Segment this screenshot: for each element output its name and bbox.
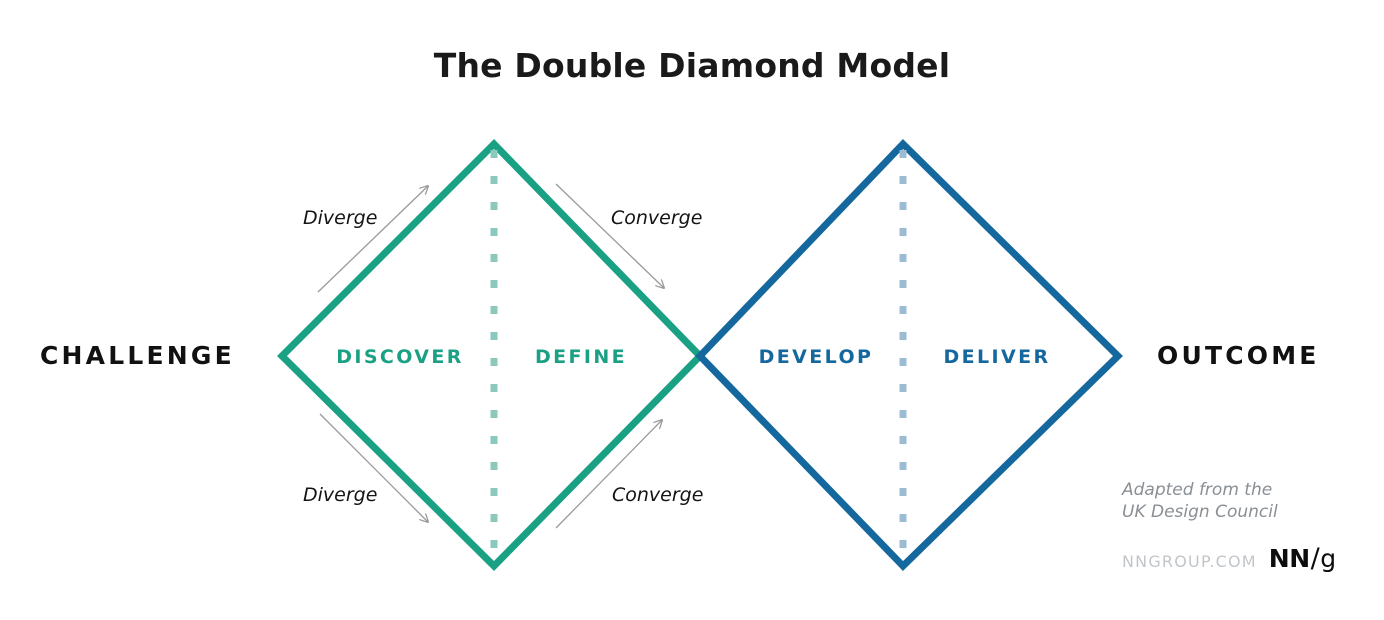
delivery-diamond-outline [695,139,1123,571]
footer: NNGROUP.COM NN/g [1122,543,1336,574]
phase-label-define: DEFINE [534,346,628,368]
flow-label-converge-bottom: Converge [612,484,704,506]
flow-label-diverge-bottom: Diverge [303,484,378,506]
credit-line-1: Adapted from the [1122,480,1273,500]
diverge-arrow-bottom-left [319,413,428,522]
nng-logo-g: g [1320,544,1336,573]
phase-label-deliver: DELIVER [943,346,1051,368]
outcome-label: OUTCOME [1157,341,1320,370]
phase-label-develop: DEVELOP [758,346,874,368]
converge-arrow-top-right [555,183,664,288]
nng-logo-slash: / [1310,543,1320,574]
flow-label-diverge-top: Diverge [303,207,378,229]
nng-logo-nn: NN [1268,544,1310,573]
diverge-arrow-top-left [317,186,428,293]
nng-logo: NN/g [1269,543,1336,574]
site-url-label: NNGROUP.COM [1122,552,1257,571]
converge-arrow-bottom-right [555,420,662,529]
credit-line-2: UK Design Council [1122,502,1278,522]
flow-label-converge-top: Converge [611,207,703,229]
page-title: The Double Diamond Model [433,46,951,85]
phase-label-discover: DISCOVER [336,346,464,368]
attribution-credit: Adapted from the UK Design Council [1122,479,1278,523]
challenge-label: CHALLENGE [40,341,235,370]
